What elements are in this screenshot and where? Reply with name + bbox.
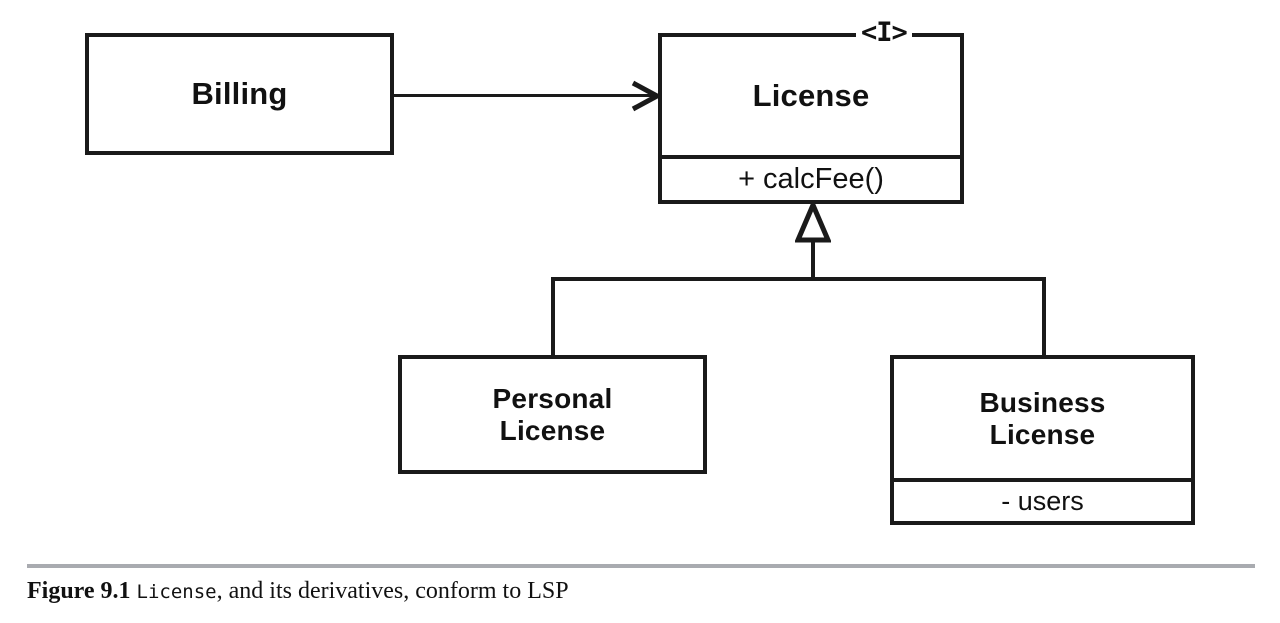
- class-attribute-users: - users: [894, 478, 1191, 521]
- generalization-branch-line: [551, 277, 1046, 281]
- figure-caption: Figure 9.1 License, and its derivatives,…: [27, 578, 1257, 605]
- class-name-license: License: [752, 77, 870, 113]
- association-line-billing-license: [394, 94, 652, 97]
- generalization-stem-line: [811, 239, 815, 280]
- class-name-personal-license-line2: License: [499, 414, 606, 446]
- caption-divider: [27, 564, 1255, 568]
- class-box-business-license[interactable]: Business License - users: [890, 355, 1195, 525]
- figure-caption-label: Figure 9.1: [27, 578, 131, 604]
- class-name-personal-license: Personal License: [402, 359, 703, 470]
- class-name-business-license: Business License: [894, 359, 1191, 478]
- generalization-drop-personal: [551, 277, 555, 357]
- class-box-personal-license[interactable]: Personal License: [398, 355, 707, 474]
- figure-caption-code-term: License: [136, 581, 217, 603]
- association-arrowhead-icon: [631, 80, 660, 112]
- class-name-business-license-line1: Business: [979, 387, 1106, 419]
- class-name-business-license-line2: License: [989, 418, 1096, 450]
- class-box-license[interactable]: License + calcFee(): [658, 33, 964, 204]
- figure-caption-rest: , and its derivatives, conform to LSP: [216, 578, 569, 604]
- class-name-billing: Billing: [191, 75, 288, 111]
- class-name-personal-license-line1: Personal: [492, 383, 613, 415]
- class-box-billing[interactable]: Billing: [85, 33, 394, 155]
- class-method-calcfee: + calcFee(): [662, 155, 960, 200]
- generalization-drop-business: [1042, 277, 1046, 357]
- generalization-triangle-icon: [795, 203, 831, 243]
- interface-stereotype-marker: <I>: [856, 18, 912, 48]
